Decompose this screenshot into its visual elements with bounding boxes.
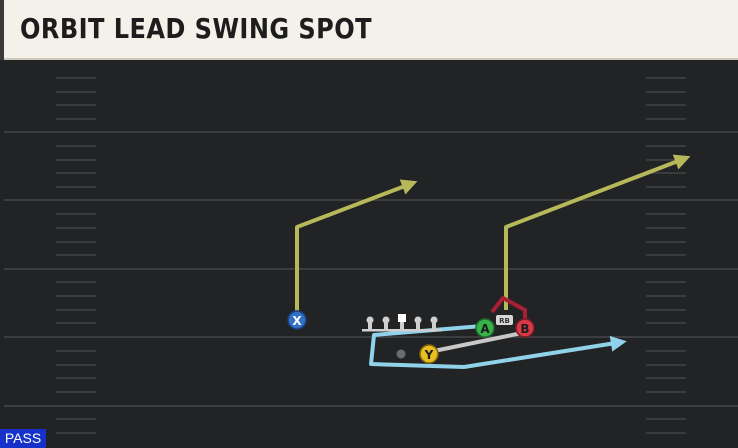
play-field: RB X A B Y — [4, 62, 738, 448]
player-x[interactable]: X — [287, 310, 307, 330]
lineman-icon — [426, 316, 442, 332]
route-rb-block[interactable] — [490, 296, 527, 324]
rb-tag: RB — [496, 315, 513, 325]
hash-marks-right — [646, 77, 686, 434]
route-b-post[interactable] — [504, 154, 691, 310]
route-a-swing[interactable] — [369, 324, 627, 369]
player-a[interactable]: A — [475, 318, 495, 338]
offensive-line — [362, 314, 442, 332]
title-accent — [0, 0, 4, 60]
qb-marker — [396, 349, 406, 359]
motion-y-to-b — [428, 331, 523, 354]
player-b-label: B — [520, 322, 529, 336]
player-y-label: Y — [424, 348, 434, 362]
svg-text:RB: RB — [499, 317, 510, 325]
center-icon — [394, 314, 410, 332]
route-x-corner[interactable] — [295, 179, 418, 320]
player-x-label: X — [292, 314, 302, 328]
play-title: ORBIT LEAD SWING SPOT — [20, 12, 373, 45]
hash-marks-left — [56, 77, 96, 434]
player-b[interactable]: B — [515, 318, 535, 338]
lineman-icon — [362, 316, 378, 332]
player-a-label: A — [480, 322, 490, 336]
player-y[interactable]: Y — [419, 344, 439, 364]
play-type-badge: PASS — [0, 429, 46, 448]
title-bar: ORBIT LEAD SWING SPOT — [0, 0, 738, 60]
lineman-icon — [378, 316, 394, 332]
lineman-icon — [410, 316, 426, 332]
play-diagram: RB X A B Y — [4, 77, 738, 434]
